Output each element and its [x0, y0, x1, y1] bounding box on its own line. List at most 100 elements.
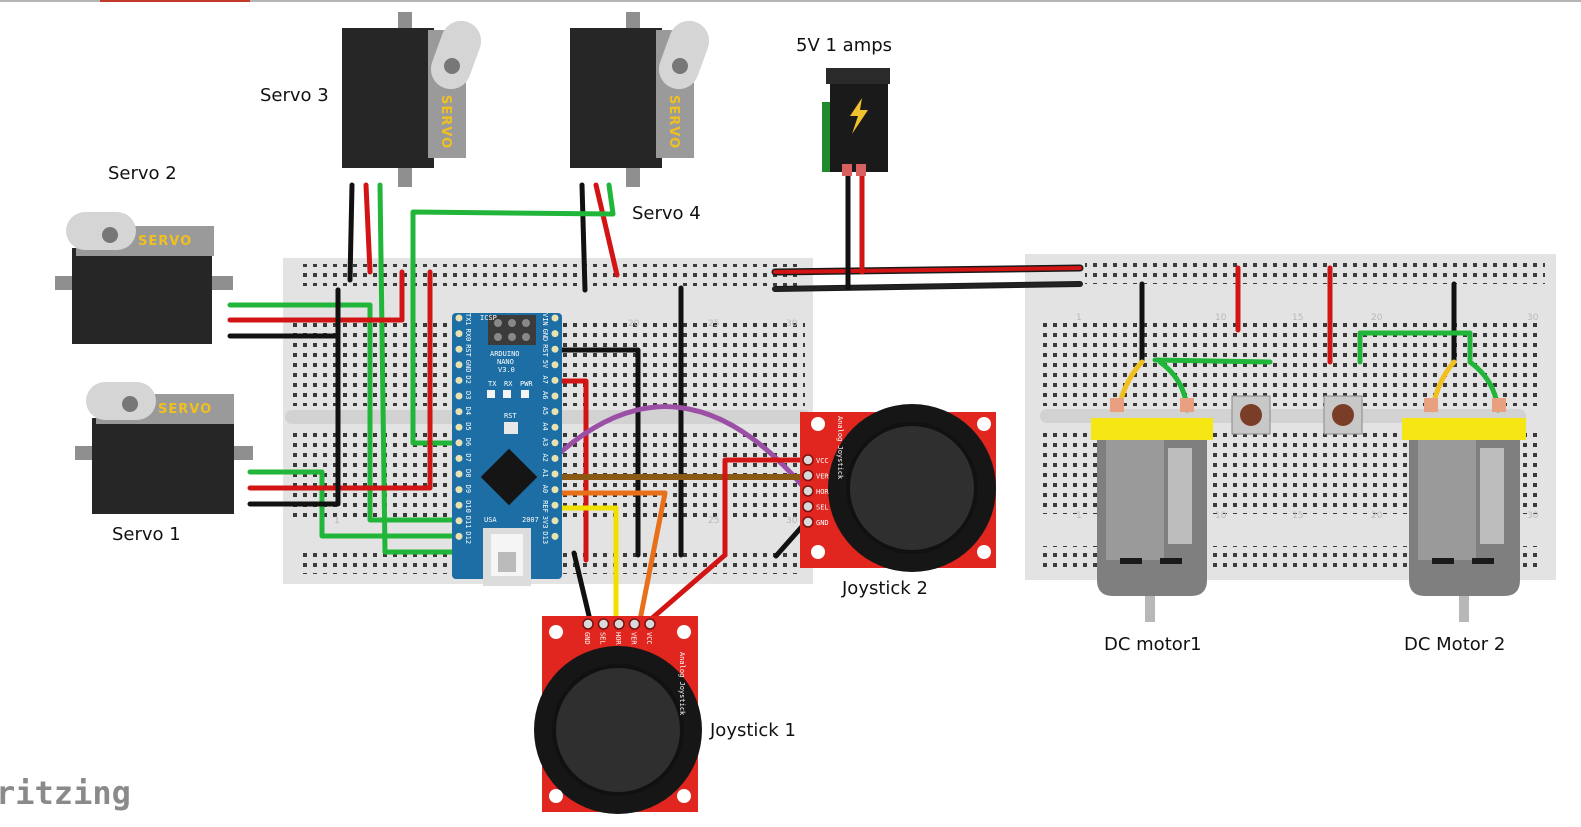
servo-3: SERVO — [342, 12, 482, 187]
top-border — [0, 0, 1581, 2]
dc-motor-2 — [1402, 398, 1526, 622]
nano-left-pin — [455, 376, 463, 384]
joystick-1-pin-label: GND — [583, 632, 591, 645]
nano-left-pin — [455, 532, 463, 540]
joystick-2-pin — [802, 516, 814, 528]
nano-right-pin — [551, 501, 559, 509]
arduino-rx-label: RX — [504, 380, 513, 388]
tab-indicator — [100, 0, 250, 2]
arduino-year-label: 2007 — [522, 516, 539, 524]
nano-right-pin — [551, 439, 559, 447]
servo-2: SERVO — [55, 212, 233, 344]
joystick-2-pin-label: VCC — [816, 457, 829, 465]
svg-text:15: 15 — [1292, 313, 1303, 323]
nano-right-pin — [551, 376, 559, 384]
nano-right-pin-label: A1 — [541, 469, 549, 477]
nano-right-pin-label: 3V3 — [541, 516, 549, 529]
servo-2-text: SERVO — [138, 234, 192, 249]
nano-left-pin — [455, 486, 463, 494]
nano-right-pin-label: A4 — [541, 422, 549, 430]
svg-text:30: 30 — [1527, 511, 1539, 521]
motor-2-label: DC Motor 2 — [1404, 634, 1505, 655]
joystick-1-title: Analog Joystick — [678, 652, 686, 716]
nano-left-pin-label: D2 — [464, 375, 472, 383]
nano-right-pin-label: A0 — [541, 485, 549, 493]
nano-right-pin — [551, 454, 559, 462]
nano-right-pin — [551, 392, 559, 400]
nano-right-pin — [551, 423, 559, 431]
arduino-version: V3.0 — [498, 366, 515, 374]
nano-left-pin — [455, 361, 463, 369]
joystick-1-pin-label: SEL — [599, 632, 607, 645]
svg-text:20: 20 — [628, 319, 640, 329]
joystick-1-label: Joystick 1 — [709, 720, 796, 741]
svg-text:1: 1 — [1076, 511, 1082, 521]
svg-text:20: 20 — [1371, 313, 1383, 323]
svg-text:15: 15 — [1292, 511, 1303, 521]
svg-text:10: 10 — [1215, 511, 1227, 521]
svg-text:30: 30 — [786, 319, 798, 329]
nano-right-pin-label: A2 — [541, 453, 549, 461]
joystick-2-pin — [802, 469, 814, 482]
joystick-2-pin-label: HOR — [816, 488, 829, 496]
joystick-2-pin — [802, 454, 814, 466]
nano-right-pin-label: A5 — [541, 407, 549, 415]
nano-right-pin-label: A6 — [541, 391, 549, 399]
nano-left-pin — [455, 392, 463, 400]
nano-left-pin-label: D9 — [464, 485, 472, 493]
svg-text:20: 20 — [1371, 511, 1383, 521]
joystick-1-pin — [582, 618, 594, 630]
motor-1-label: DC motor1 — [1104, 634, 1202, 655]
nano-left-pin — [455, 423, 463, 431]
nano-right-pin — [551, 470, 559, 478]
nano-right-pin — [551, 532, 559, 540]
nano-right-pin-label: VIN — [541, 313, 549, 326]
nano-left-pin — [455, 454, 463, 462]
joystick-1-pin-label: HOR — [614, 632, 622, 645]
joystick-1-pin-label: VER — [630, 632, 638, 645]
nano-left-pin-label: D8 — [464, 469, 472, 477]
svg-text:1: 1 — [334, 516, 340, 526]
arduino-model: NANO — [497, 358, 514, 366]
joystick-2-pin — [802, 485, 814, 497]
nano-right-pin — [551, 408, 559, 416]
nano-right-pin-label: D13 — [541, 531, 549, 544]
fritzing-watermark: ritzing — [0, 774, 131, 812]
nano-left-pin-label: GND — [464, 360, 472, 373]
nano-right-pin-label: GND — [541, 329, 549, 342]
servo-1-text: SERVO — [158, 402, 212, 417]
joystick-2-pin-label: VER — [816, 473, 829, 481]
nano-right-pin — [551, 314, 559, 322]
nano-left-pin — [455, 345, 463, 353]
nano-right-pin — [551, 345, 559, 353]
servo-1: SERVO — [75, 382, 253, 514]
svg-text:30: 30 — [786, 516, 798, 526]
nano-left-pin-label: D10 — [464, 500, 472, 513]
nano-right-pin-label: RST — [541, 344, 549, 357]
nano-left-pin — [455, 408, 463, 416]
nano-left-pin-label: D5 — [464, 422, 472, 430]
arduino-rst-label: RST — [504, 412, 517, 420]
arduino-icsp-label: ICSP — [480, 314, 497, 322]
arduino-usa-label: USA — [484, 516, 497, 524]
servo-3-text: SERVO — [438, 95, 453, 149]
joystick-1-pin — [644, 618, 656, 630]
joystick-1-pin — [597, 618, 610, 630]
power-label: 5V 1 amps — [796, 35, 892, 56]
power-jack — [822, 68, 890, 176]
nano-left-pin — [455, 517, 463, 525]
nano-left-pin-label: RX0 — [464, 329, 472, 342]
svg-text:30: 30 — [1527, 313, 1539, 323]
joystick-1-pin — [628, 618, 641, 630]
nano-left-pin-label: D12 — [464, 531, 472, 544]
nano-right-pin — [551, 486, 559, 494]
servo-4: SERVO — [570, 12, 710, 187]
joystick-1-pin — [613, 618, 625, 630]
svg-text:25: 25 — [708, 516, 719, 526]
svg-text:1: 1 — [1076, 313, 1082, 323]
nano-left-pin-label: D3 — [464, 391, 472, 399]
nano-left-pin-label: D7 — [464, 453, 472, 461]
